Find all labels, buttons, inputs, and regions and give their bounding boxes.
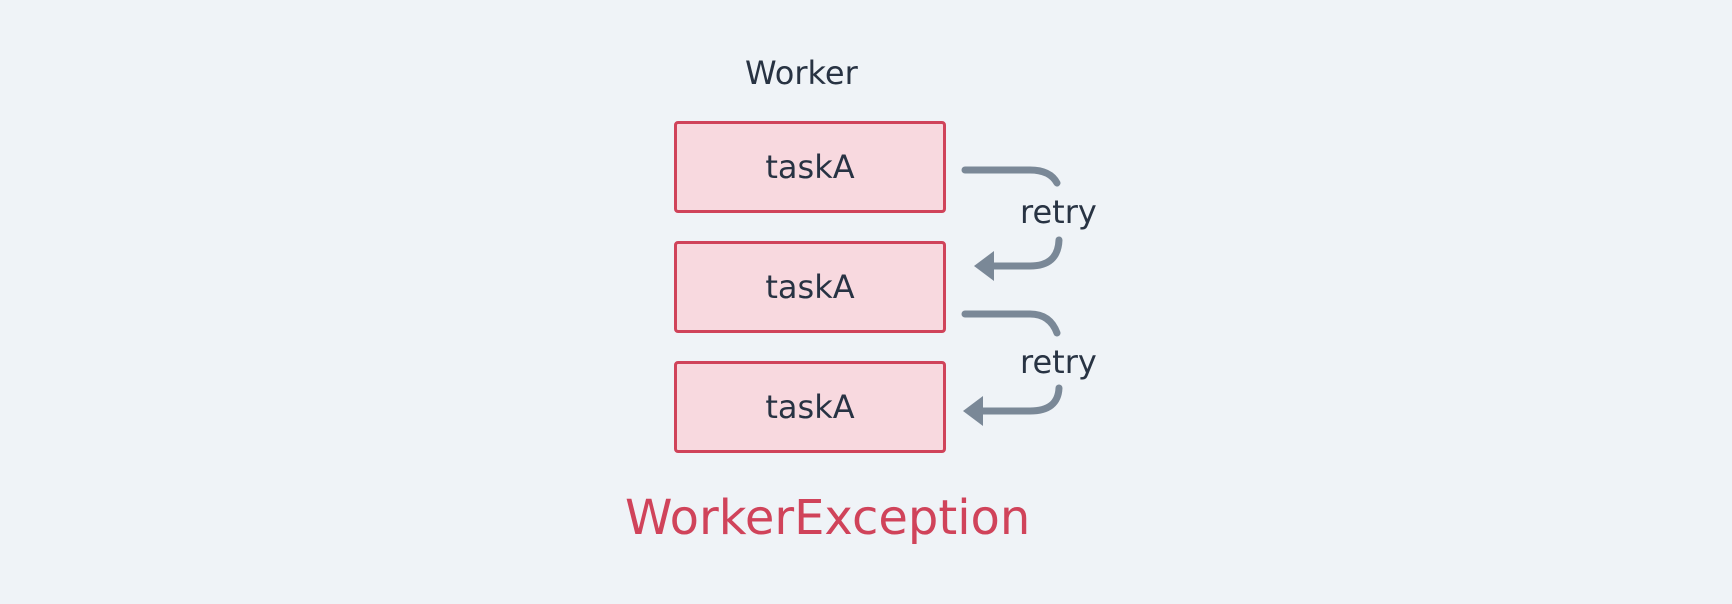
task-box-2: taskA xyxy=(674,241,946,333)
task-label-1: taskA xyxy=(765,148,855,186)
retry-arrow-2-in xyxy=(976,384,1063,415)
retry-arrow-1-in xyxy=(988,236,1063,270)
worker-title: Worker xyxy=(745,54,858,92)
retry-arrow-1-head xyxy=(974,251,994,281)
retry-arrow-1-out xyxy=(961,166,1061,187)
task-box-1: taskA xyxy=(674,121,946,213)
task-label-3: taskA xyxy=(765,388,855,426)
retry-arrow-2-head xyxy=(963,396,983,426)
retry-label-2: retry xyxy=(1020,343,1097,381)
exception-label: WorkerException xyxy=(625,490,1031,546)
retry-label-1: retry xyxy=(1020,193,1097,231)
retry-arrow-2-out xyxy=(961,310,1061,337)
task-box-3: taskA xyxy=(674,361,946,453)
task-label-2: taskA xyxy=(765,268,855,306)
